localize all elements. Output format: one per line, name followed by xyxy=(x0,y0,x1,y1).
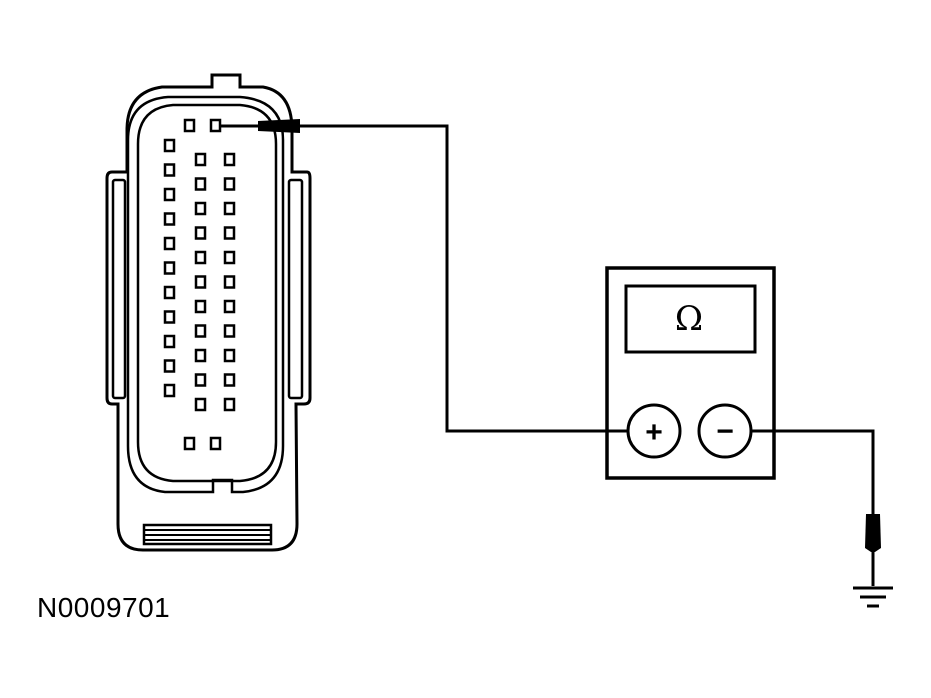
probe-tip xyxy=(258,119,300,133)
test-lead-negative xyxy=(751,429,893,608)
connector-pin xyxy=(194,373,207,387)
connector-pin xyxy=(163,236,176,251)
connector-pin xyxy=(183,436,196,451)
electrical-connector xyxy=(105,73,312,552)
connector-pin xyxy=(163,163,176,177)
connector-pin xyxy=(194,250,207,265)
connector-pin xyxy=(194,152,207,167)
connector-pin xyxy=(223,324,236,338)
ground-icon xyxy=(853,586,893,608)
meter-case xyxy=(605,266,776,480)
connector-pin xyxy=(194,348,207,363)
connector-pin xyxy=(194,397,207,412)
connector-face xyxy=(136,103,278,483)
figure-reference-id: N0009701 xyxy=(37,592,171,623)
positive-terminal-label: + xyxy=(645,416,663,449)
connector-pin xyxy=(223,299,236,314)
ohmmeter: Ω + − xyxy=(605,266,776,480)
connector-pin xyxy=(194,177,207,191)
connector-pin xyxy=(163,310,176,324)
connector-pin xyxy=(194,201,207,216)
connector-pin xyxy=(183,118,196,133)
connector-pin xyxy=(163,383,176,398)
connector-pin xyxy=(194,275,207,289)
connector-pin xyxy=(163,285,176,300)
test-lead-positive xyxy=(220,119,628,433)
connector-pin xyxy=(163,138,176,153)
connector-pin xyxy=(163,212,176,226)
ground-probe xyxy=(865,514,881,552)
connector-pin xyxy=(223,201,236,216)
ohm-symbol: Ω xyxy=(675,299,703,339)
connector-pin xyxy=(223,250,236,265)
connector-pin xyxy=(223,275,236,289)
lead-wire-negative xyxy=(751,429,875,520)
connector-pin xyxy=(223,152,236,167)
connector-pin xyxy=(223,226,236,240)
meter-display xyxy=(624,284,757,354)
connector-pin xyxy=(194,324,207,338)
connector-pin xyxy=(209,118,222,133)
connector-pin xyxy=(194,299,207,314)
left-latch xyxy=(111,178,127,400)
connector-outer-shell xyxy=(105,73,312,552)
lead-wire-positive xyxy=(298,124,628,433)
right-latch xyxy=(287,178,304,400)
negative-terminal-label: − xyxy=(716,415,734,448)
positive-terminal xyxy=(626,403,682,459)
connector-pin xyxy=(163,261,176,275)
connector-pin xyxy=(163,334,176,349)
connector-ribs xyxy=(144,529,271,541)
connector-pin xyxy=(223,348,236,363)
connector-pin xyxy=(163,187,176,202)
connector-pin xyxy=(209,436,222,451)
connector-pin xyxy=(223,177,236,191)
connector-pin xyxy=(163,359,176,373)
connector-pin xyxy=(223,397,236,412)
connector-pins xyxy=(163,118,236,451)
connector-pin xyxy=(194,226,207,240)
connector-pin xyxy=(223,373,236,387)
